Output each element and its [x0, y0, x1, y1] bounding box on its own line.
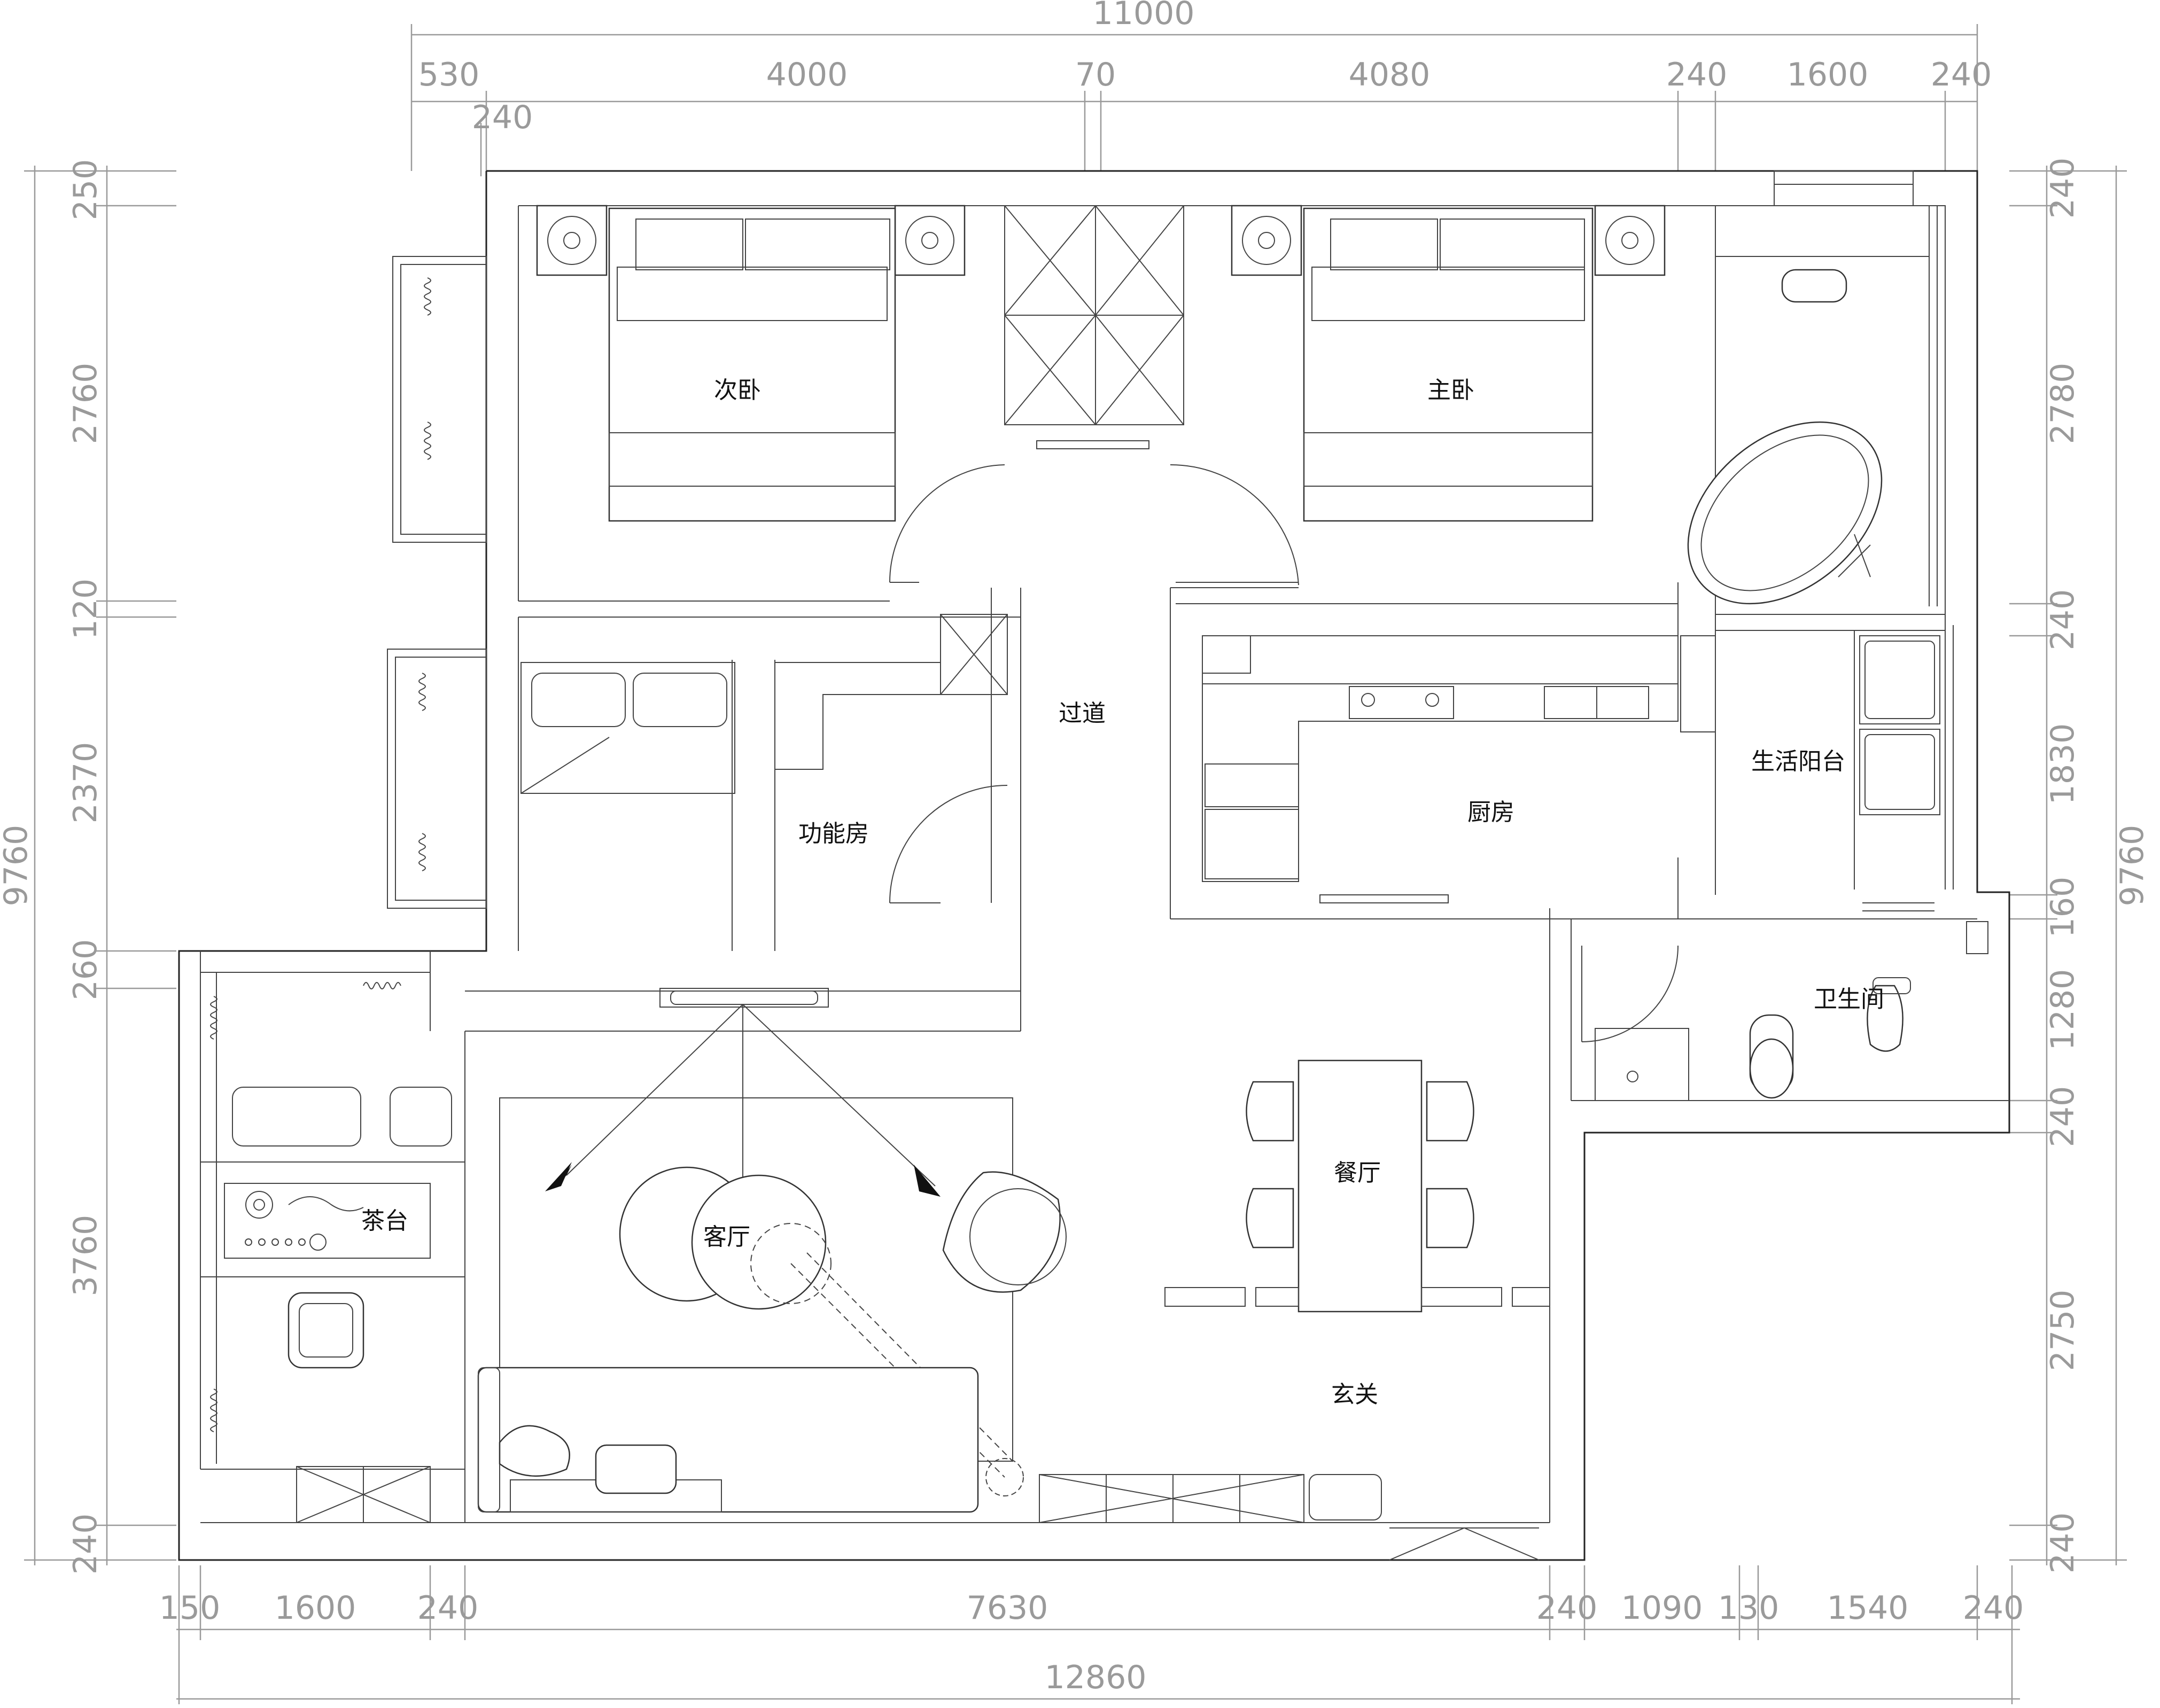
bathroom-fixtures [1595, 921, 1988, 1101]
dim-right-7: 240 [2044, 1086, 2081, 1148]
dim-top-total: 11000 [1093, 0, 1195, 32]
dim-bottom-6: 1090 [1621, 1589, 1703, 1627]
dim-bottom-9: 240 [1963, 1589, 2024, 1627]
dimension-lines [24, 24, 2127, 1704]
dim-left-3: 120 [67, 579, 104, 640]
dim-top-sub: 240 [472, 99, 533, 136]
dim-bottom-8: 1540 [1827, 1589, 1909, 1627]
dim-right-9: 240 [2044, 1512, 2081, 1574]
wardrobes [296, 205, 1382, 1523]
dim-right-total: 9760 [2114, 825, 2151, 907]
dim-top-6: 1600 [1787, 56, 1869, 93]
dim-bottom-2: 1600 [275, 1589, 356, 1627]
dim-top-4: 4080 [1349, 56, 1431, 93]
dim-left-5: 260 [67, 939, 104, 1001]
dim-left-7: 240 [67, 1514, 104, 1575]
tea-area-furniture [200, 1087, 465, 1369]
second-bedroom-bed [536, 205, 966, 522]
label-kitchen: 厨房 [1467, 799, 1514, 826]
dim-bottom-7: 130 [1718, 1589, 1780, 1627]
function-room-furniture [520, 662, 941, 794]
dim-right-6: 1280 [2044, 969, 2081, 1051]
dim-bottom-5: 240 [1536, 1589, 1598, 1627]
dim-right-1: 240 [2044, 158, 2081, 219]
dim-right-5: 160 [2044, 877, 2081, 938]
living-room-furniture [477, 988, 1067, 1513]
dim-right-3: 240 [2044, 589, 2081, 651]
doors [889, 440, 1679, 1561]
dim-left-1: 250 [67, 159, 104, 221]
label-living-room: 客厅 [703, 1223, 750, 1251]
master-bath-fixtures [1687, 205, 1930, 605]
label-function-room: 功能房 [798, 820, 869, 847]
label-corridor: 过道 [1059, 700, 1106, 727]
label-utility-balcony: 生活阳台 [1751, 748, 1845, 775]
dim-right-2: 2780 [2044, 363, 2081, 444]
dim-left-6: 3760 [67, 1215, 104, 1297]
dim-top-7: 240 [1931, 56, 1992, 93]
utility-balcony-fixtures [1859, 635, 1940, 815]
dim-top-1: 530 [418, 56, 480, 93]
dim-right-4: 1830 [2044, 723, 2081, 805]
dining-furniture [1164, 1059, 1550, 1313]
label-tea-table: 茶台 [361, 1207, 408, 1235]
dim-bottom-4: 7630 [967, 1589, 1048, 1627]
dim-right-8: 2750 [2044, 1290, 2081, 1371]
windows [210, 170, 1954, 1464]
dim-left-2: 2760 [67, 363, 104, 444]
dim-left-4: 2370 [67, 742, 104, 824]
dim-top-2: 4000 [766, 56, 848, 93]
dim-bottom-1: 150 [159, 1589, 221, 1627]
label-second-bedroom: 次卧 [714, 377, 761, 404]
label-foyer: 玄关 [1331, 1381, 1378, 1408]
dim-top-3: 70 [1075, 56, 1116, 93]
dim-bottom-3: 240 [417, 1589, 479, 1627]
kitchen-counters [1202, 635, 1716, 882]
master-bedroom-bed [1231, 205, 1666, 522]
room-labels: 次卧 主卧 过道 功能房 厨房 生活阳台 卫生间 茶台 客厅 餐厅 玄关 [361, 377, 1884, 1408]
label-master-bedroom: 主卧 [1427, 377, 1474, 404]
dim-top-5: 240 [1666, 56, 1728, 93]
walls [178, 170, 2010, 1561]
dim-left-total: 9760 [0, 825, 35, 907]
label-dining-room: 餐厅 [1334, 1159, 1381, 1187]
label-bathroom: 卫生间 [1814, 986, 1884, 1013]
dim-bottom-total: 12860 [1045, 1659, 1147, 1696]
